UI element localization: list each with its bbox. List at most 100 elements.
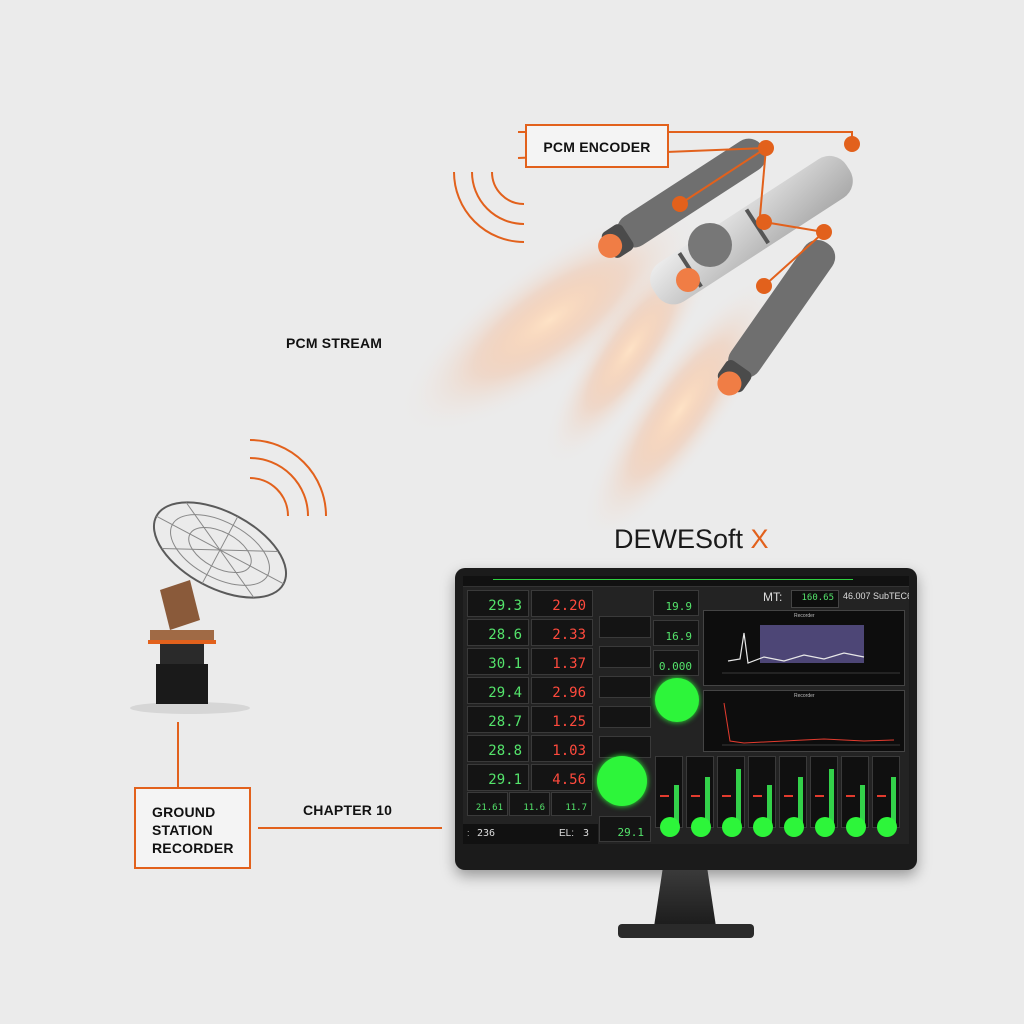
gauge-tile-5	[599, 736, 651, 758]
value-red: 2.96	[552, 685, 586, 701]
antenna-connector-line	[177, 722, 179, 788]
mid-value-1: 19.9	[665, 600, 693, 613]
value-tile-red: 4.56	[531, 764, 593, 791]
value-tile-green: 29.3	[467, 590, 529, 617]
bar-level	[829, 769, 834, 825]
status-left-value: 236	[477, 828, 496, 839]
ground-station-recorder-line-3: RECORDER	[152, 840, 234, 856]
value-tile-red: 2.96	[531, 677, 593, 704]
value-tile-green: 29.1	[467, 764, 529, 791]
rocket-signal-waves-icon	[453, 171, 525, 243]
value-tile-red: 2.33	[531, 619, 593, 646]
bar-tile	[841, 756, 869, 837]
ground-station-recorder-box: GROUND STATION RECORDER	[134, 787, 251, 869]
bar-tile	[748, 756, 776, 837]
mt-label: MT:	[763, 590, 783, 604]
bar-marker	[691, 795, 700, 797]
bar-status-lamp	[877, 817, 897, 837]
bar-level	[767, 785, 772, 825]
value-red: 2.20	[552, 598, 586, 614]
value-tile-red: 1.37	[531, 648, 593, 675]
chapter-10-connector-line	[258, 827, 442, 829]
gauge-tile-2	[599, 646, 651, 668]
recorder-graph-2: Recorder	[703, 690, 905, 752]
bar-status-lamp	[784, 817, 804, 837]
small-value-tile: 11.6	[509, 792, 550, 816]
recorder-graph-1: Recorder	[703, 610, 905, 686]
ground-station-recorder-line-1: GROUND	[152, 804, 216, 820]
bar-marker	[753, 795, 762, 797]
value-red: 1.03	[552, 743, 586, 759]
status-lamp-left	[597, 756, 647, 806]
monitor-base	[618, 924, 754, 938]
bar-marker	[877, 795, 886, 797]
bar-level	[860, 785, 865, 825]
bottom-value-tile: 29.1	[599, 816, 651, 842]
value-green: 29.4	[488, 685, 522, 701]
value-red: 2.33	[552, 627, 586, 643]
recorder-graph-2-plot	[722, 702, 900, 746]
monitor-stand	[653, 870, 717, 930]
pcm-stream-label: PCM STREAM	[286, 335, 383, 351]
value-tile-red: 1.03	[531, 735, 593, 762]
ground-station-recorder-line-2: STATION	[152, 822, 213, 838]
bar-tile	[717, 756, 745, 837]
status-bar: : 236 EL: 3	[463, 824, 598, 844]
bar-level	[891, 777, 896, 825]
bar-status-lamp	[722, 817, 742, 837]
bar-tile	[872, 756, 900, 837]
pcm-encoder-box: PCM ENCODER	[525, 124, 669, 168]
small-value: 21.61	[475, 803, 503, 813]
status-lamp-center	[655, 678, 699, 722]
bar-marker	[722, 795, 731, 797]
bottom-value: 29.1	[617, 826, 645, 839]
mt-value: 160.65	[801, 593, 834, 603]
value-tile-green: 28.8	[467, 735, 529, 762]
recorder-graph-1-title: Recorder	[794, 613, 815, 619]
bar-tile-row	[655, 756, 907, 838]
value-tile-green: 28.7	[467, 706, 529, 733]
bar-status-lamp	[846, 817, 866, 837]
value-tile-red: 1.25	[531, 706, 593, 733]
mid-value-3: 0.000	[658, 660, 692, 673]
bar-level	[736, 769, 741, 825]
small-value-tile: 11.7	[551, 792, 592, 816]
mt-value-box: 160.65	[791, 590, 839, 608]
bar-status-lamp	[815, 817, 835, 837]
value-red: 4.56	[552, 772, 586, 788]
mid-value-tile-1: 19.9	[653, 590, 699, 616]
bar-status-lamp	[660, 817, 680, 837]
small-value-row: 21.61 11.6 11.7	[467, 792, 593, 816]
gauge-tile-1	[599, 616, 651, 638]
value-red: 1.25	[552, 714, 586, 730]
value-green: 29.3	[488, 598, 522, 614]
value-tile-green: 29.4	[467, 677, 529, 704]
bar-marker	[660, 795, 669, 797]
status-el-label: EL:	[559, 828, 575, 839]
brand-mark: X	[750, 524, 769, 554]
value-green: 28.7	[488, 714, 522, 730]
small-value-tile: 21.61	[467, 792, 508, 816]
value-tile-red: 2.20	[531, 590, 593, 617]
bar-marker	[784, 795, 793, 797]
value-green: 28.8	[488, 743, 522, 759]
small-value: 11.6	[523, 803, 545, 813]
bar-tile	[779, 756, 807, 837]
value-green: 28.6	[488, 627, 522, 643]
timeline-strip	[463, 576, 909, 587]
bar-level	[798, 777, 803, 825]
subtec-readout: 46.007 SubTEC6	[843, 591, 909, 601]
status-el-value: 3	[583, 828, 590, 839]
mid-value-2: 16.9	[665, 630, 693, 643]
mid-value-tile-3: 0.000	[653, 650, 699, 676]
chapter-10-label: CHAPTER 10	[303, 802, 393, 818]
recorder-graph-2-title: Recorder	[794, 693, 815, 699]
gauge-tile-3	[599, 676, 651, 698]
pcm-encoder-label: PCM ENCODER	[543, 139, 651, 155]
value-tile-green: 30.1	[467, 648, 529, 675]
small-value: 11.7	[565, 803, 587, 813]
antenna-illustration	[130, 501, 288, 714]
value-green: 29.1	[488, 772, 522, 788]
